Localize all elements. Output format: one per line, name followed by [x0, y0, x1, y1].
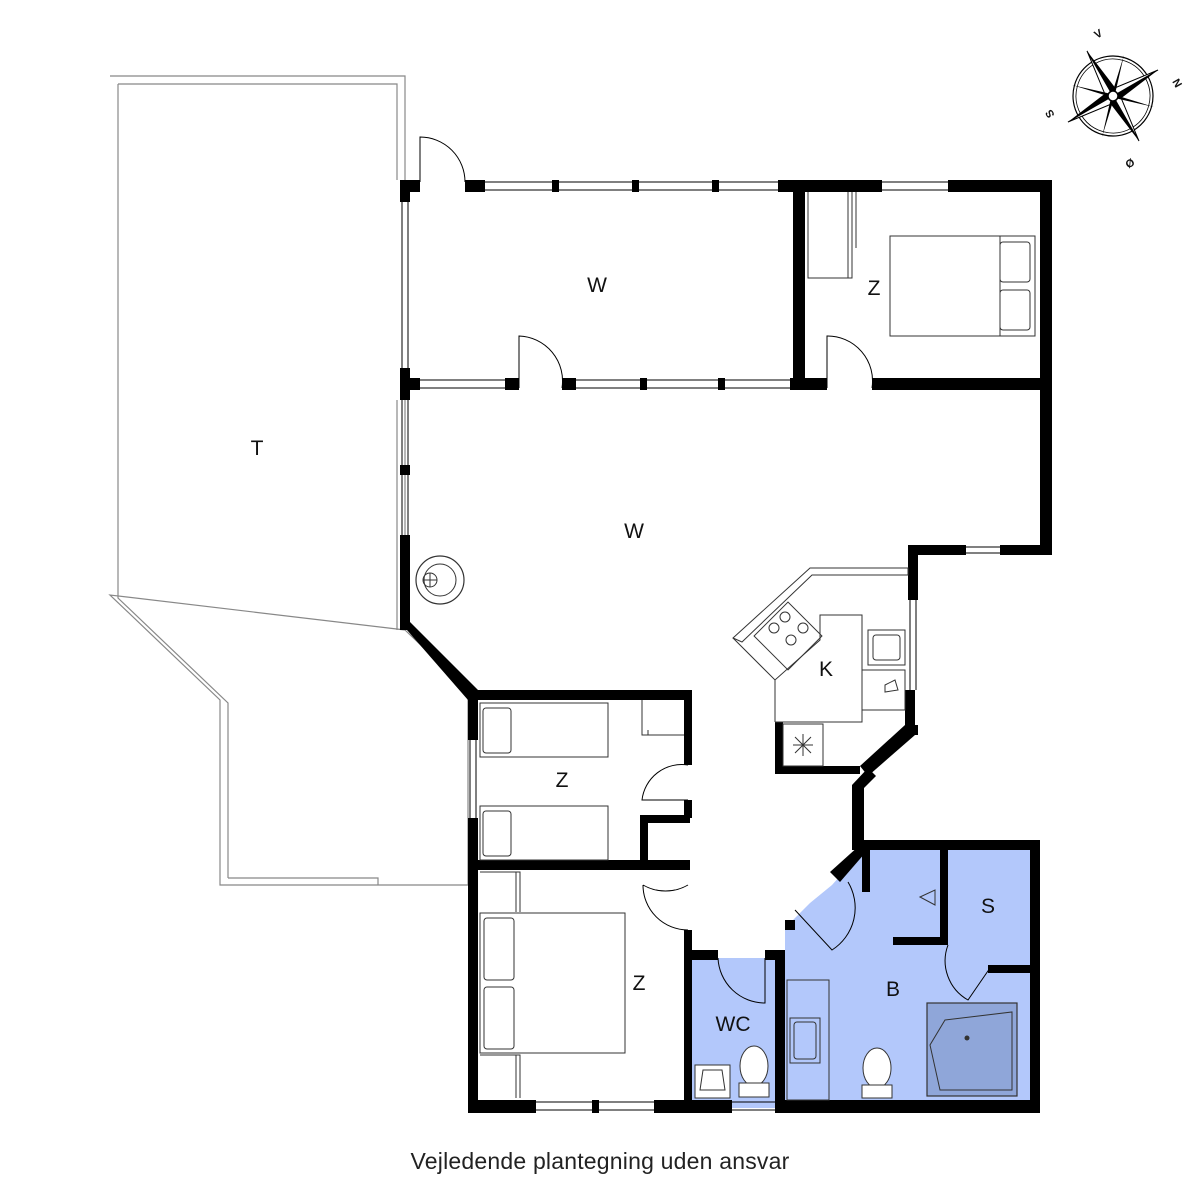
door-storage	[944, 944, 991, 1001]
bathtub-drain-icon	[964, 1035, 970, 1041]
terrace-outline	[108, 75, 469, 886]
cooktop-icon	[753, 601, 823, 671]
room-label-bedroom-mid: Z	[556, 769, 569, 792]
room-label-bedroom-ne: Z	[868, 277, 881, 300]
door-bedroom-mid	[641, 764, 689, 801]
door-entrance	[419, 136, 466, 183]
room-label-bathroom: B	[886, 978, 900, 1001]
compass-letter-s: S	[1043, 107, 1057, 119]
wc-toilet-icon	[738, 1045, 770, 1098]
walls	[400, 180, 1052, 1113]
room-label-living-main: W	[624, 520, 644, 543]
fireplace-icon	[415, 555, 465, 605]
compass-letter-oe: Ø	[1122, 155, 1136, 170]
room-label-wc: WC	[716, 1013, 751, 1036]
room-labels: T W Z W K Z Z WC B S	[251, 274, 995, 1036]
room-label-terrace: T	[251, 437, 264, 460]
room-label-kitchen: K	[819, 658, 833, 681]
compass-rose-icon	[1067, 50, 1159, 142]
door-bedroom-ne	[826, 335, 874, 389]
wc-basin-icon	[694, 1064, 731, 1099]
dishwasher-icon	[861, 669, 906, 711]
fridge-freezer-icon	[782, 723, 824, 767]
bathtub-inner	[929, 1011, 1013, 1091]
furniture	[415, 192, 1036, 1101]
kitchen-sink-icon	[867, 629, 906, 666]
room-label-living-upper: W	[587, 274, 607, 297]
room-label-storage: S	[981, 895, 995, 918]
bathroom-toilet-icon	[861, 1047, 893, 1099]
bed-mid-upper	[479, 702, 609, 758]
compass-letter-n: N	[1169, 77, 1183, 90]
bathroom-sink-icon	[789, 1017, 821, 1064]
door-bathroom	[794, 881, 856, 951]
doors	[419, 136, 991, 1004]
compass-letters: V N S Ø	[1043, 27, 1183, 170]
bed-sw	[479, 912, 626, 1054]
bathroom-cabinet-icon	[786, 979, 830, 1101]
bed-ne	[889, 235, 1036, 337]
bed-mid-lower	[479, 805, 609, 861]
bathtub	[926, 1002, 1018, 1097]
disclaimer-caption: Vejledende plantegning uden ansvar	[410, 1148, 790, 1174]
shower-head-icon	[918, 889, 936, 906]
door-upper-living	[518, 335, 564, 389]
room-label-bedroom-sw: Z	[633, 972, 646, 995]
door-bedroom-sw	[642, 884, 689, 931]
windows	[401, 181, 1000, 1111]
door-wc	[717, 957, 766, 1004]
compass-letter-v: V	[1092, 27, 1105, 41]
